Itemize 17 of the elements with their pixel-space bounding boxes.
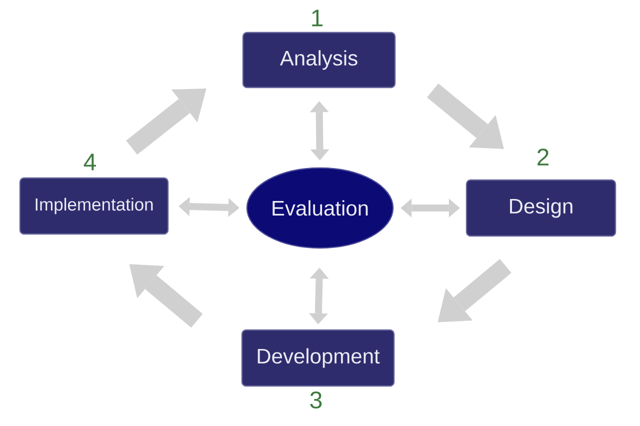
block-arrow xyxy=(438,259,512,322)
block-arrow xyxy=(426,84,504,149)
double-headed-arrow xyxy=(178,197,240,218)
process-box: Implementation xyxy=(19,177,169,235)
process-box: Development xyxy=(241,329,395,387)
block-arrow xyxy=(129,264,203,328)
block-arrow xyxy=(126,88,206,155)
step-number: 2 xyxy=(538,148,548,166)
double-headed-arrow xyxy=(400,198,460,218)
step-number: 1 xyxy=(312,10,322,26)
step-number: 3 xyxy=(310,392,322,408)
ellipse-node: Evaluation xyxy=(246,167,394,249)
process-box: Design xyxy=(466,179,616,237)
process-box: Analysis xyxy=(242,32,396,88)
double-headed-arrow xyxy=(308,268,329,324)
double-headed-arrow xyxy=(310,101,330,160)
step-number: 4 xyxy=(84,154,96,170)
